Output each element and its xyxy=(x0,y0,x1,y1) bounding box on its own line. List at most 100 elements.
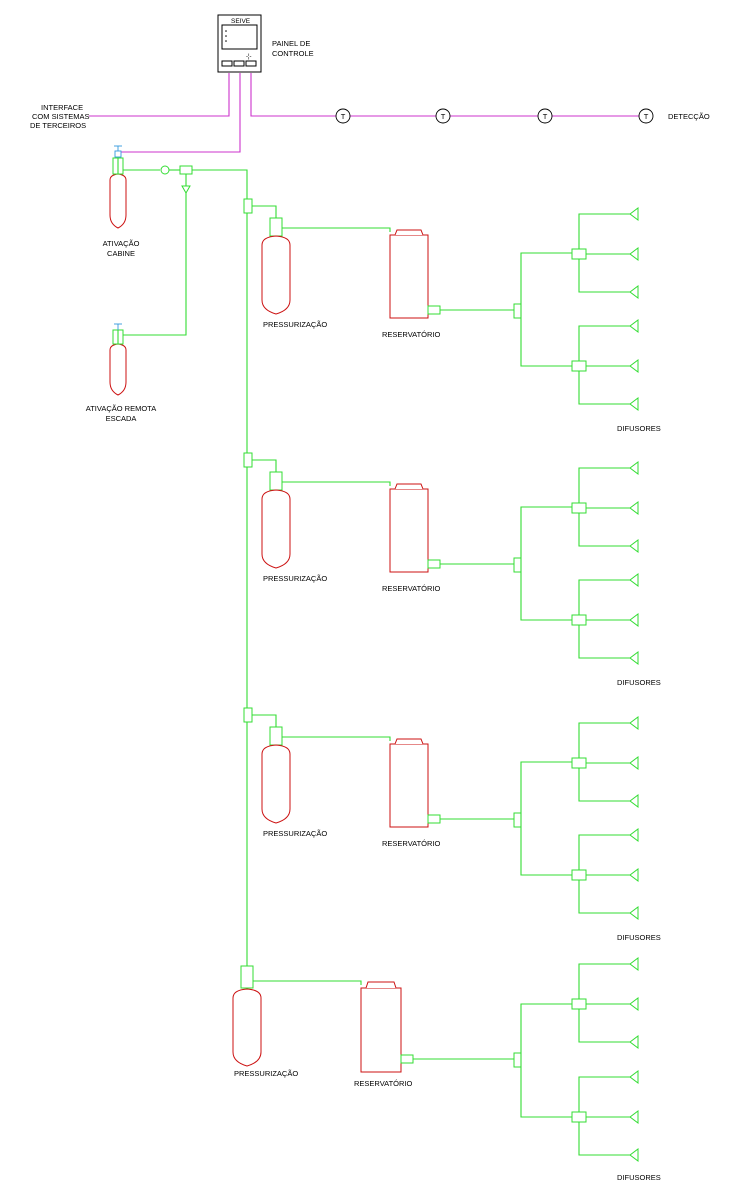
diffuser-nozzle-icon xyxy=(629,1148,639,1162)
distribution-tee xyxy=(571,1111,587,1123)
pressurization-label: PRESSURIZAÇÃO xyxy=(263,320,327,329)
reservoir-tank xyxy=(389,743,429,828)
cylinder-valve xyxy=(269,471,283,491)
reservoir-outlet xyxy=(400,1054,414,1064)
panel-button xyxy=(245,60,257,67)
detector-symbol: T xyxy=(441,112,446,121)
remote-activation-line1: ATIVAÇÃO REMOTA xyxy=(86,404,156,413)
valve-icon xyxy=(114,150,122,158)
distribution-tee xyxy=(571,502,587,514)
detector: T xyxy=(638,108,654,124)
panel-indicator-icon: -¦- xyxy=(246,54,252,60)
tee-fitting xyxy=(513,1052,522,1068)
diffuser-nozzle-icon xyxy=(629,997,639,1011)
tee-fitting xyxy=(513,303,522,319)
diffuser-nozzle-icon xyxy=(629,957,639,971)
pressurization-cylinder xyxy=(261,489,291,569)
cylinder-valve xyxy=(269,217,283,237)
interface-label-line1: INTERFACE xyxy=(41,103,83,112)
diffuser-nozzle-icon xyxy=(629,461,639,475)
pressurization-cylinder xyxy=(232,988,262,1067)
tee-fitting xyxy=(243,198,253,214)
panel-label-line1: PAINEL DE xyxy=(272,39,310,48)
tee-fitting xyxy=(243,707,253,723)
diffuser-nozzle-icon xyxy=(629,359,639,373)
detector: T xyxy=(537,108,553,124)
tee-fitting xyxy=(513,812,522,828)
reservoir-label: RESERVATÓRIO xyxy=(382,839,441,848)
diffuser-nozzle-icon xyxy=(629,794,639,808)
diffuser-nozzle-icon xyxy=(629,651,639,665)
detector: T xyxy=(335,108,351,124)
diffuser-nozzle-icon xyxy=(629,1035,639,1049)
diffusers-label: DIFUSORES xyxy=(617,424,661,433)
distribution-tee xyxy=(571,614,587,626)
detector-symbol: T xyxy=(341,112,346,121)
pressurization-cylinder xyxy=(261,744,291,824)
diffuser-nozzle-icon xyxy=(629,501,639,515)
control-panel: SEIVE -¦- PAINEL DE CONTROLE xyxy=(217,14,314,73)
diffuser-nozzle-icon xyxy=(629,1110,639,1124)
diffusers-label: DIFUSORES xyxy=(617,933,661,942)
diffuser-nozzle-icon xyxy=(629,868,639,882)
diffuser-nozzle-icon xyxy=(629,756,639,770)
pressurization-cylinder xyxy=(261,235,291,315)
detection-label: DETECÇÃO xyxy=(668,112,710,121)
signal-wiring xyxy=(89,73,639,153)
detector: T xyxy=(435,108,451,124)
tee-fitting xyxy=(179,165,193,175)
cabin-activation-line2: CABINE xyxy=(107,249,135,258)
zone-1: PRESSURIZAÇÃO RESERVATÓRIO DIFUSORES xyxy=(243,198,661,433)
diffuser-nozzle-icon xyxy=(629,319,639,333)
panel-button xyxy=(233,60,245,67)
diffuser-nozzle-icon xyxy=(629,285,639,299)
cylinder-valve xyxy=(240,965,254,989)
interface-label-line2: COM SISTEMAS xyxy=(32,112,90,121)
diffusers-label: DIFUSORES xyxy=(617,678,661,687)
cylinder-valve xyxy=(269,726,283,746)
reservoir-outlet xyxy=(427,559,441,569)
check-valve-icon xyxy=(160,165,170,175)
diffuser-nozzle-icon xyxy=(629,613,639,627)
reservoir-outlet xyxy=(427,305,441,315)
diffusers-label: DIFUSORES xyxy=(617,1173,661,1182)
diffuser-nozzle-icon xyxy=(629,1070,639,1084)
activation-cylinder-remote xyxy=(109,323,127,396)
reservoir-tank xyxy=(360,987,402,1073)
zone-2: PRESSURIZAÇÃO RESERVATÓRIO DIFUSORES xyxy=(243,452,661,687)
reservoir-label: RESERVATÓRIO xyxy=(382,330,441,339)
panel-button xyxy=(221,60,233,67)
diffuser-nozzle-icon xyxy=(629,828,639,842)
zone-3: PRESSURIZAÇÃO RESERVATÓRIO DIFUSORES xyxy=(243,707,661,942)
detector-symbol: T xyxy=(644,112,649,121)
reservoir-tank xyxy=(389,488,429,573)
interface-label-line3: DE TERCEIROS xyxy=(30,121,86,130)
distribution-tee xyxy=(571,248,587,260)
distribution-tee xyxy=(571,998,587,1010)
diffuser-nozzle-icon xyxy=(629,906,639,920)
diffuser-nozzle-icon xyxy=(629,539,639,553)
reservoir-tank xyxy=(389,234,429,319)
zone-4: PRESSURIZAÇÃO RESERVATÓRIO DIFUSORES xyxy=(232,957,661,1182)
diffuser-nozzle-icon xyxy=(629,207,639,221)
tee-fitting xyxy=(243,452,253,468)
pressurization-label: PRESSURIZAÇÃO xyxy=(263,829,327,838)
pilot-manifold xyxy=(123,165,248,1010)
panel-label-line2: CONTROLE xyxy=(272,49,314,58)
diffuser-nozzle-icon xyxy=(629,573,639,587)
reservoir-label: RESERVATÓRIO xyxy=(354,1079,413,1088)
detector-symbol: T xyxy=(543,112,548,121)
reservoir-outlet xyxy=(427,814,441,824)
panel-brand: SEIVE xyxy=(231,18,251,25)
tee-fitting xyxy=(513,557,522,573)
distribution-tee xyxy=(571,757,587,769)
pressurization-label: PRESSURIZAÇÃO xyxy=(263,574,327,583)
diffuser-nozzle-icon xyxy=(629,247,639,261)
check-valve-icon xyxy=(181,185,191,195)
activation-cylinder-cabin xyxy=(109,145,127,229)
diffuser-nozzle-icon xyxy=(629,716,639,730)
diffuser-nozzle-icon xyxy=(629,397,639,411)
reservoir-label: RESERVATÓRIO xyxy=(382,584,441,593)
cabin-activation-line1: ATIVAÇÃO xyxy=(103,239,140,248)
